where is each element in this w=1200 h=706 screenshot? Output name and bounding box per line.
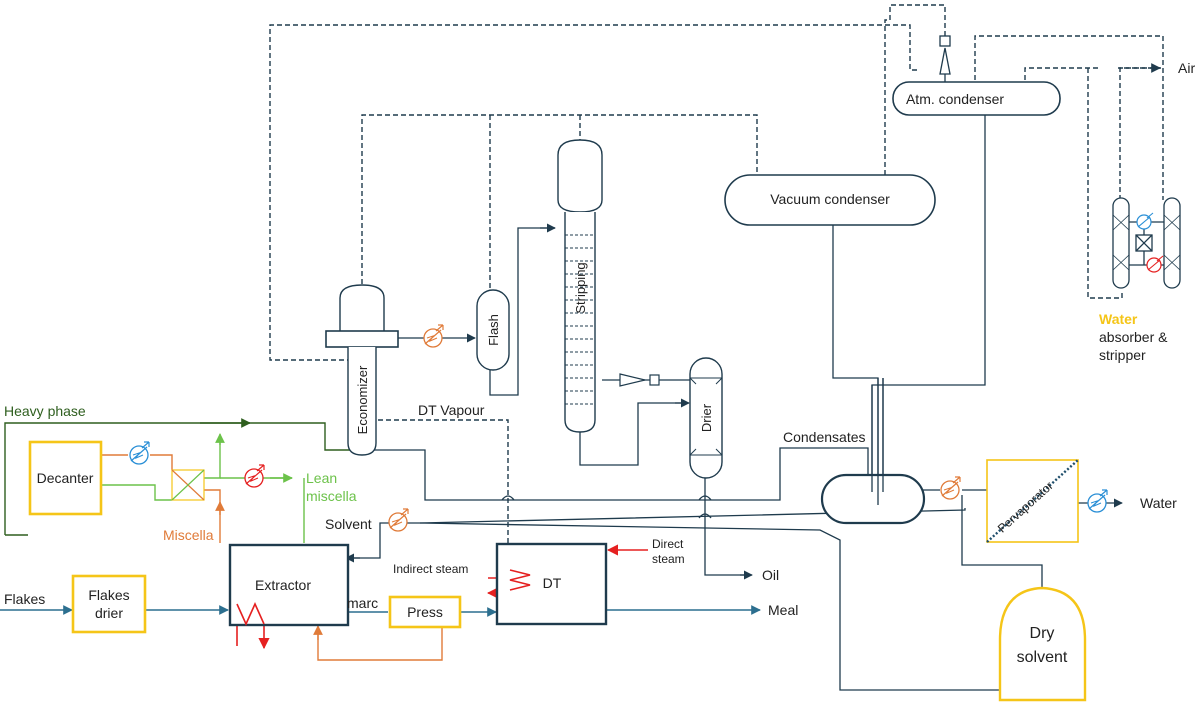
cooler-icon [1136,212,1154,230]
heater-icon [1146,255,1164,273]
valve-to-drier [619,373,660,387]
cooler-icon [1087,489,1108,513]
lean-miscella-label-2: miscella [306,488,357,504]
heater-icon [388,508,409,532]
cooler-icon [129,441,150,465]
extractor-unit[interactable] [228,543,350,627]
flakes-stream-label: Flakes [4,591,45,607]
pervaporator-to-dry-line [961,495,1043,590]
decanter-label: Decanter [37,470,94,486]
pervaporator-unit[interactable] [986,459,1079,543]
flash-label: Flash [486,314,501,346]
lean-miscella-label-1: Lean [306,470,337,486]
stripping-column-unit[interactable] [557,139,603,433]
decanter-unit[interactable] [28,440,103,516]
drier-unit[interactable] [689,357,723,479]
miscella-lines [101,454,443,661]
vapour-line-dt [362,419,509,545]
indirect-steam-label: Indirect steam [393,562,468,576]
stripping-label: Stripping [573,262,588,313]
economizer-unit[interactable] [325,284,399,456]
condensate-line-atm [871,115,986,490]
heater-icon [940,476,961,500]
press-label: Press [407,604,443,620]
vapour-line-ejector [884,4,946,175]
meal-label: Meal [768,602,798,618]
atm-condenser-label: Atm. condenser [906,91,1004,107]
vapour-line-absorber-bottom [1087,68,1123,299]
drier-to-oil-line [704,478,750,576]
absorber-label-2: stripper [1099,347,1146,363]
heavy-phase-label: Heavy phase [4,403,86,419]
line-hops [501,495,712,519]
absorber-water-label: Water [1099,311,1138,327]
dry-solvent-tank-unit[interactable] [998,586,1087,702]
flakes-drier-label-1: Flakes [88,587,129,603]
direct-steam-label-2: steam [652,552,685,566]
vapour-line-absorber-top [1119,67,1163,200]
absorber-label-1: absorber & [1099,329,1168,345]
press-unit[interactable] [388,595,462,629]
flash-unit[interactable] [476,289,510,371]
heater-icon [244,464,265,488]
marc-label: marc [347,595,378,611]
flakes-drier-label-2: drier [95,605,123,621]
stripping-to-drier-line [579,402,688,466]
extractor-label: Extractor [255,577,311,593]
condensate-line-vacuum [832,225,879,490]
solvent-label: Solvent [325,516,372,532]
water-out-label: Water [1140,495,1177,511]
heater-icon [423,324,444,348]
oil-label: Oil [762,567,779,583]
flash-to-stripping-line [489,227,555,396]
condensate-drum-unit[interactable] [820,473,926,525]
miscella-label: Miscella [163,527,214,543]
dt-vapour-label: DT Vapour [418,402,485,418]
economizer-label: Economizer [355,365,370,434]
condensates-return-line [362,447,869,501]
vapour-line-atm-to-absorber [1024,67,1098,80]
dt-coil-overlay [509,569,531,591]
extractor-coil-overlay [236,602,265,626]
dt-label: DT [543,575,562,591]
vapour-lines [269,4,1164,545]
drier-label: Drier [699,403,714,432]
vapour-line-stripper-top [974,35,1164,200]
flakes-drier-unit[interactable] [71,574,147,634]
ejector [939,35,951,82]
heavy-phase-line [4,422,362,535]
vacuum-condenser-label: Vacuum condenser [770,191,890,207]
dry-solvent-label-2: solvent [1017,649,1068,666]
solvent-dry-tank-line [419,522,1045,691]
absorber-stripper-unit[interactable] [1112,197,1181,289]
heat-exchanger-icons [129,212,1164,532]
dt-unit[interactable] [495,542,608,626]
vapour-line-manifold [361,114,758,292]
direct-steam-label-1: Direct [652,537,684,551]
atm-condenser-unit[interactable] [892,81,1061,116]
air-label: Air [1178,60,1195,76]
vacuum-condenser-unit[interactable] [724,174,936,226]
mixer-unit[interactable] [171,469,205,501]
condensates-label: Condensates [783,429,866,445]
dry-solvent-label-1: Dry [1030,625,1055,642]
vapour-line-top-loop [269,24,918,361]
